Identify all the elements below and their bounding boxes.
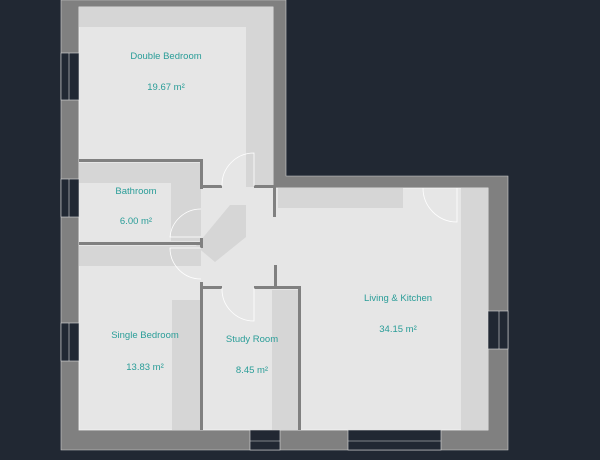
room-name-study-room: Study Room [225, 334, 279, 345]
door-bathroom [169, 208, 202, 238]
door-double-bedroom [221, 152, 255, 187]
window [347, 429, 442, 451]
room-name-bathroom: Bathroom [115, 186, 157, 197]
door-entrance [422, 187, 458, 223]
room-area-living-kitchen: 34.15 m² [379, 324, 417, 335]
doors [169, 152, 458, 322]
windows [60, 52, 509, 451]
interior-walls [79, 159, 301, 430]
room-area-bathroom: 6.00 m² [119, 216, 153, 227]
window [60, 52, 80, 101]
window [249, 429, 281, 451]
room-name-living-kitchen: Living & Kitchen [363, 293, 433, 304]
window [60, 322, 80, 362]
door-study [221, 287, 255, 322]
room-area-double-bedroom: 19.67 m² [147, 82, 185, 93]
window [60, 178, 80, 218]
room-area-single-bedroom: 13.83 m² [126, 362, 164, 373]
window [487, 310, 509, 350]
room-name-single-bedroom: Single Bedroom [111, 330, 179, 341]
room-area-study-room: 8.45 m² [235, 365, 269, 376]
room-name-double-bedroom: Double Bedroom [130, 51, 202, 62]
door-single-bedroom [169, 247, 202, 280]
floor-shading [79, 7, 488, 430]
